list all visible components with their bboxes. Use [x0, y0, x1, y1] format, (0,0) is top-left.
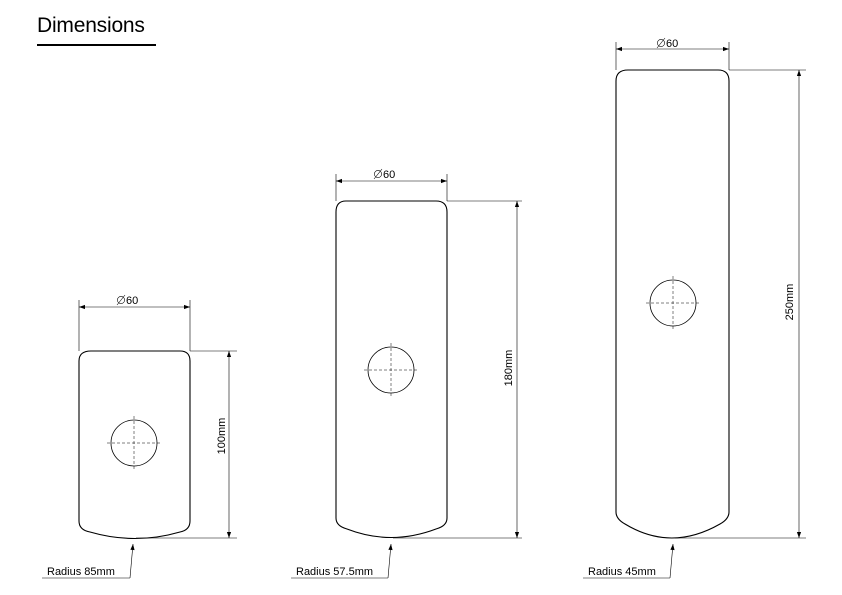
part-outline: [78, 350, 191, 540]
part-outline: [615, 69, 730, 539]
part-180mm: 60 180mm Radius 57.5mm: [291, 168, 522, 579]
page-title: Dimensions: [37, 14, 145, 37]
radius-label: Radius 45mm: [588, 566, 656, 578]
diameter-label: 60: [116, 294, 138, 307]
width-label: 60: [383, 169, 395, 181]
diameter-label: 60: [373, 168, 395, 181]
height-label: 100mm: [216, 418, 228, 455]
diameter-label: 60: [656, 37, 678, 50]
part-100mm: 60 100mm Radius 85mm: [42, 294, 237, 579]
height-label: 250mm: [784, 284, 796, 321]
radius-leader: [669, 543, 675, 579]
radius-label: Radius 57.5mm: [296, 566, 373, 578]
radius-leader: [387, 543, 393, 579]
title-underline: [37, 44, 156, 46]
height-label: 180mm: [503, 350, 515, 387]
radius-leader: [129, 543, 135, 579]
radius-label: Radius 85mm: [47, 566, 115, 578]
width-label: 60: [126, 295, 138, 307]
width-label: 60: [666, 38, 678, 50]
part-250mm: 60 250mm Radius 45mm: [583, 37, 806, 579]
part-outline: [335, 200, 448, 539]
